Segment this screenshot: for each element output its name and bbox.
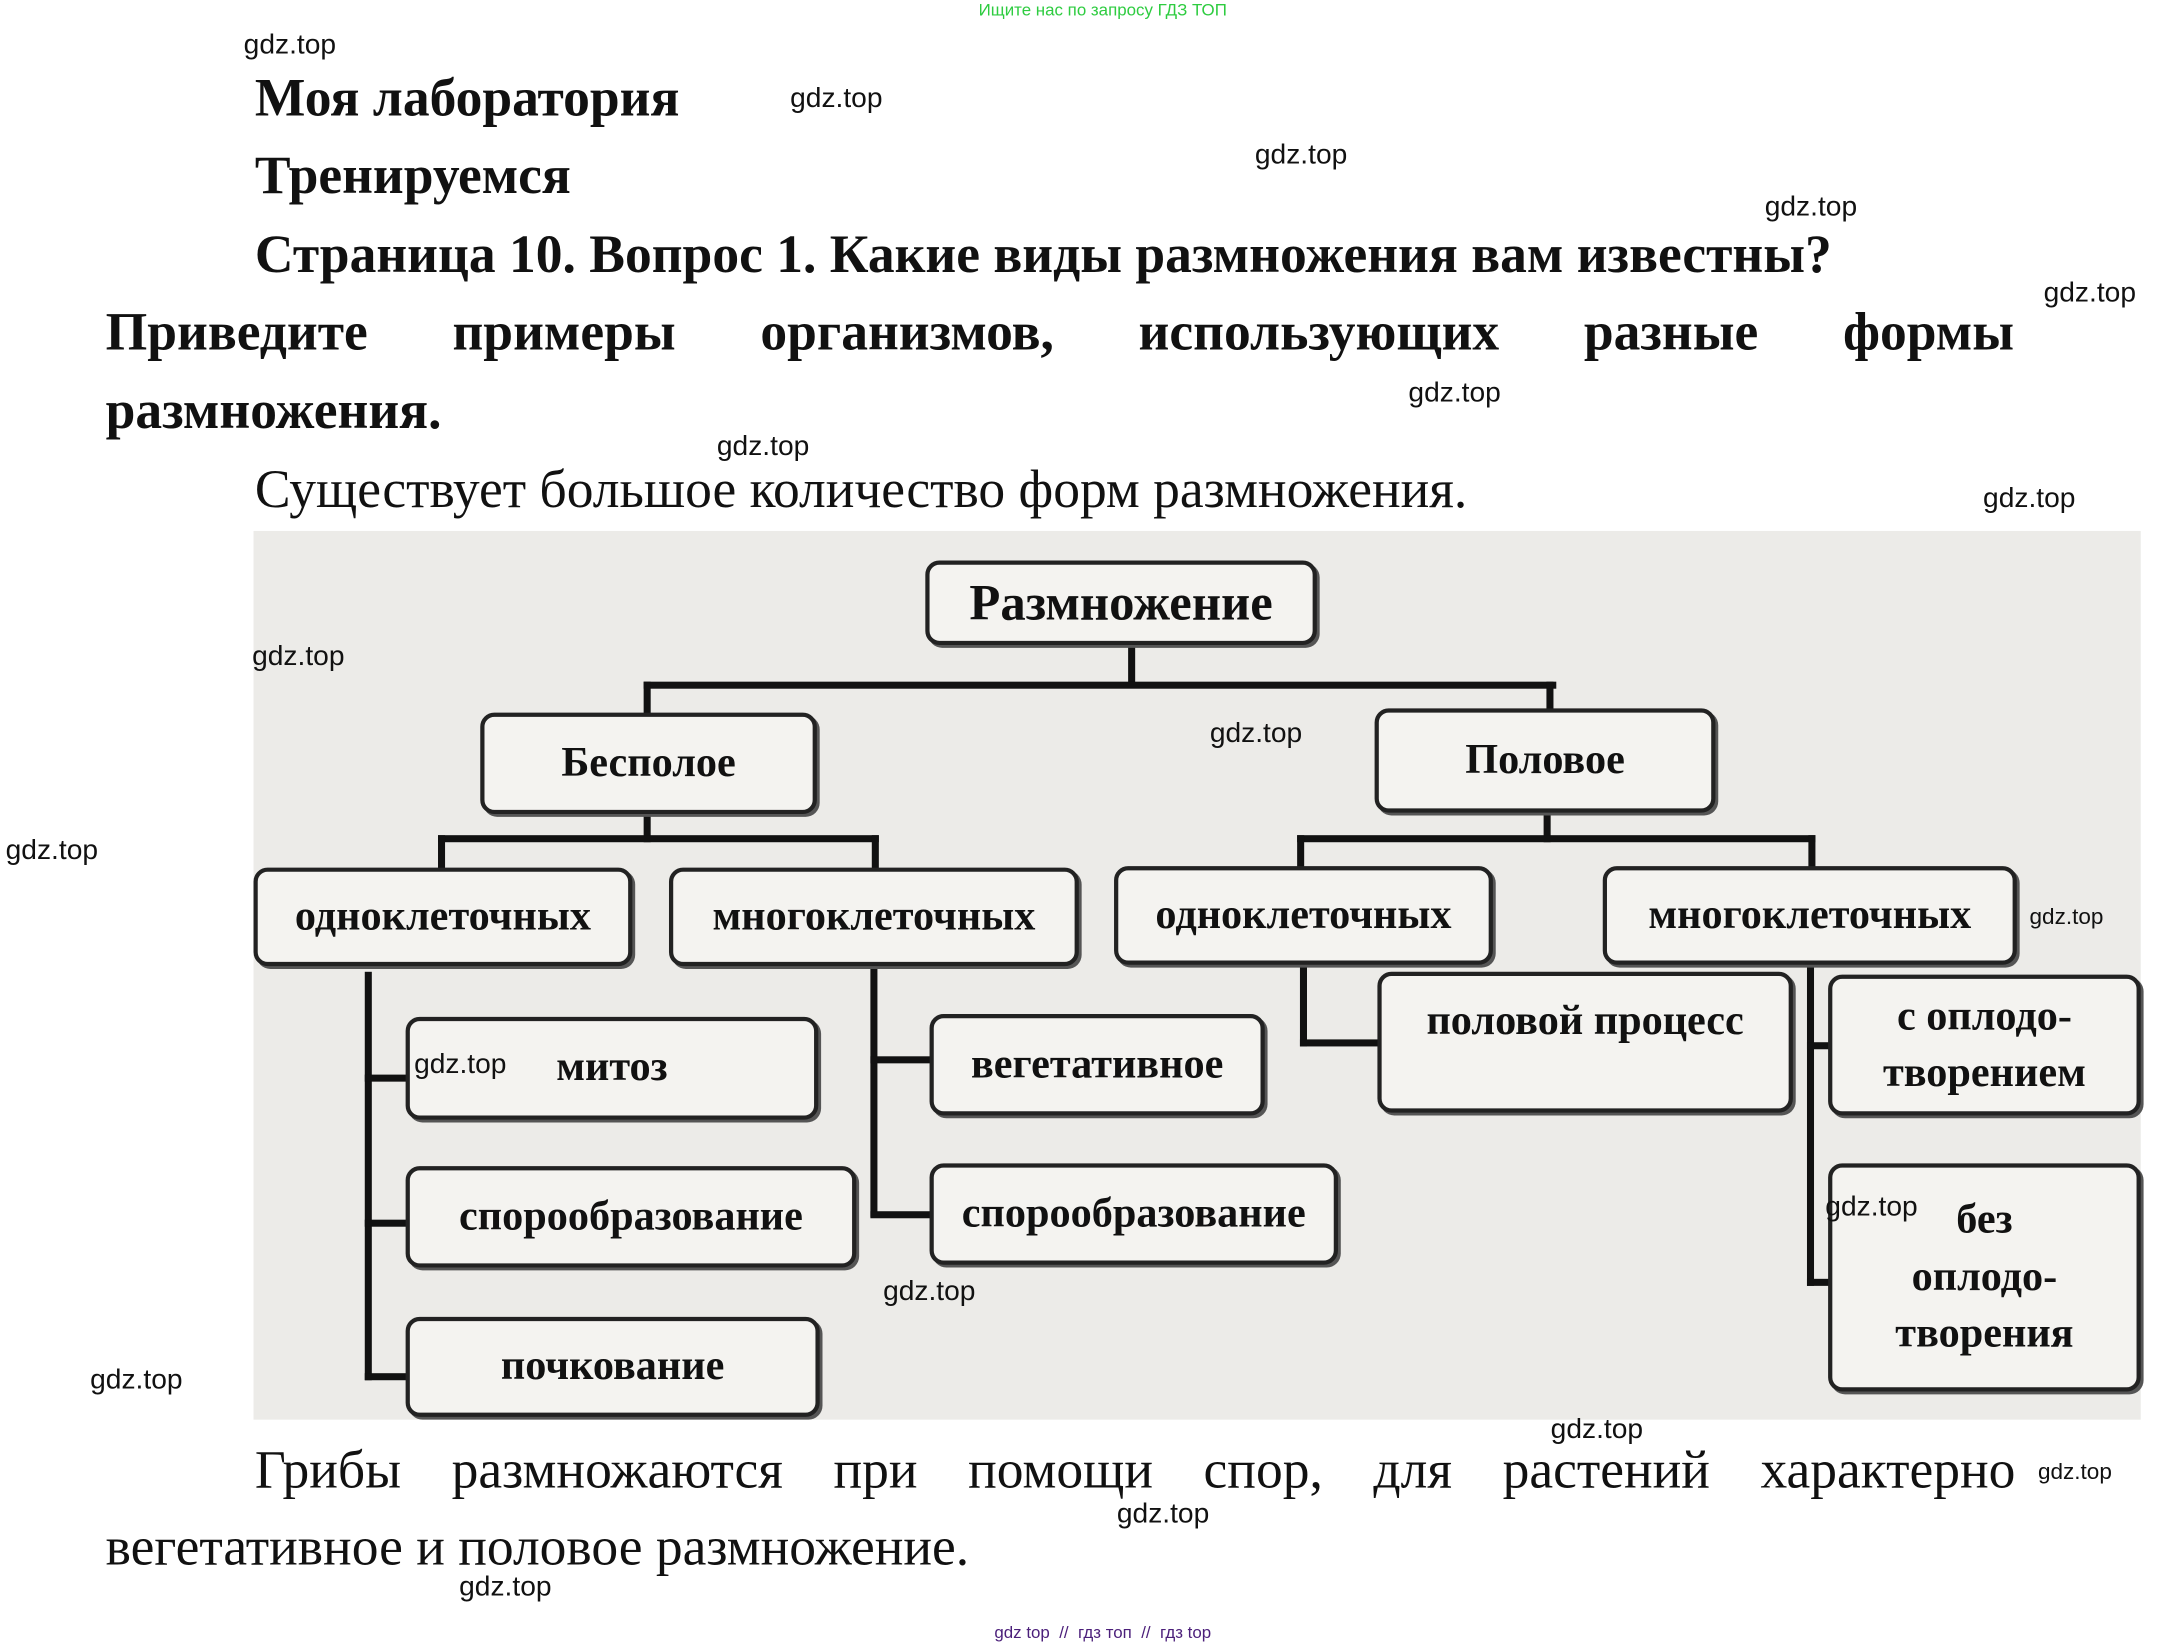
watermark: gdz.top — [90, 1364, 183, 1396]
conclusion-line-1: Грибы размножаются при помощи спор, для … — [254, 1440, 2016, 1500]
without-fert-line2: оплодо- — [1911, 1253, 2058, 1300]
question-line-2: Приведите примеры организмов, использующ… — [105, 302, 2015, 362]
connector — [1543, 809, 1551, 843]
watermark: gdz.top — [1764, 191, 1858, 223]
watermark: gdz.top — [1116, 1498, 1210, 1530]
box-asexual: Бесполое — [480, 712, 817, 815]
watermark: gdz.top — [1825, 1191, 1918, 1223]
connector — [1806, 1042, 1831, 1050]
watermark: gdz.top — [2043, 277, 2136, 309]
watermark: gdz.top — [243, 29, 337, 61]
box-budding: почкование — [405, 1316, 820, 1417]
diagram-scan — [253, 530, 2141, 1420]
connector — [364, 1074, 409, 1082]
box-sporulation-multicellular: спорообразование — [929, 1163, 1338, 1265]
connector — [1297, 835, 1816, 843]
box-asexual-multicellular: многоклеточных — [668, 867, 1079, 967]
box-reproduction: Размножение — [925, 560, 1317, 646]
watermark: gdz.top — [790, 83, 883, 115]
connector — [1806, 1278, 1831, 1286]
connector — [364, 1219, 409, 1227]
watermark: gdz.top — [252, 640, 345, 672]
intro-text: Существует большое количество форм размн… — [254, 460, 1468, 520]
box-sexual: Половое — [1374, 708, 1716, 813]
connector — [870, 966, 878, 1217]
connector — [364, 971, 372, 1381]
box-sporulation-unicellular: спорообразование — [405, 1166, 857, 1268]
box-with-fertilization: с оплодо- творением — [1828, 974, 2141, 1116]
heading-train: Тренируемся — [254, 146, 571, 206]
box-asexual-unicellular: одноклеточных — [253, 867, 633, 967]
watermark: gdz.top — [1209, 718, 1303, 750]
box-vegetative: вегетативное — [929, 1014, 1265, 1116]
without-fert-line1: без — [1956, 1196, 2013, 1243]
connector — [1808, 835, 1816, 869]
connector — [1806, 964, 1815, 1286]
heading-lab: Моя лаборатория — [254, 69, 680, 129]
top-banner[interactable]: Ищите нас по запросу ГДЗ ТОП — [978, 0, 1227, 20]
connector — [438, 835, 879, 843]
box-sexual-process-label: половой процесс — [1426, 997, 1744, 1044]
connector — [870, 1056, 933, 1064]
question-line-3: размножения. — [105, 381, 442, 441]
watermark: gdz.top — [2037, 1460, 2112, 1485]
conclusion-line-2: вегетативное и половое размножение. — [105, 1518, 970, 1578]
watermark: gdz.top — [1254, 139, 1348, 171]
box-sexual-process: половой процесс — [1377, 971, 1793, 1113]
connector — [1128, 642, 1136, 688]
connector — [643, 681, 651, 716]
footer-links[interactable]: gdz top // гдз топ // гдз top — [994, 1622, 1212, 1642]
box-sexual-multicellular: многоклеточных — [1602, 866, 2017, 965]
watermark: gdz.top — [2029, 905, 2104, 930]
connector — [438, 835, 446, 871]
watermark: gdz.top — [5, 835, 99, 867]
with-fert-line1: с оплодо- — [1896, 992, 2072, 1039]
watermark: gdz.top — [883, 1276, 976, 1307]
connector — [1546, 681, 1554, 712]
box-without-fertilization: без оплодо- творения — [1828, 1163, 2141, 1392]
watermark: gdz.top — [1983, 483, 2076, 515]
connector — [1299, 964, 1307, 1047]
without-fert-line3: творения — [1895, 1310, 2074, 1357]
connector — [870, 1211, 933, 1219]
box-sexual-unicellular: одноклеточных — [1114, 866, 1493, 965]
connector — [871, 835, 879, 871]
connector — [643, 811, 651, 843]
watermark: gdz.top — [1408, 377, 1501, 409]
connector — [364, 1373, 409, 1381]
with-fert-line2: творением — [1882, 1049, 2086, 1096]
connector — [643, 681, 1557, 689]
connector — [1297, 835, 1305, 869]
watermark: gdz.top — [459, 1571, 552, 1603]
box-mitosis: митоз — [405, 1016, 819, 1120]
watermark: gdz.top — [1550, 1414, 1644, 1446]
connector — [1299, 1039, 1381, 1047]
question-line-1: Страница 10. Вопрос 1. Какие виды размно… — [254, 225, 1832, 285]
watermark: gdz.top — [414, 1049, 507, 1081]
watermark: gdz.top — [716, 430, 810, 462]
